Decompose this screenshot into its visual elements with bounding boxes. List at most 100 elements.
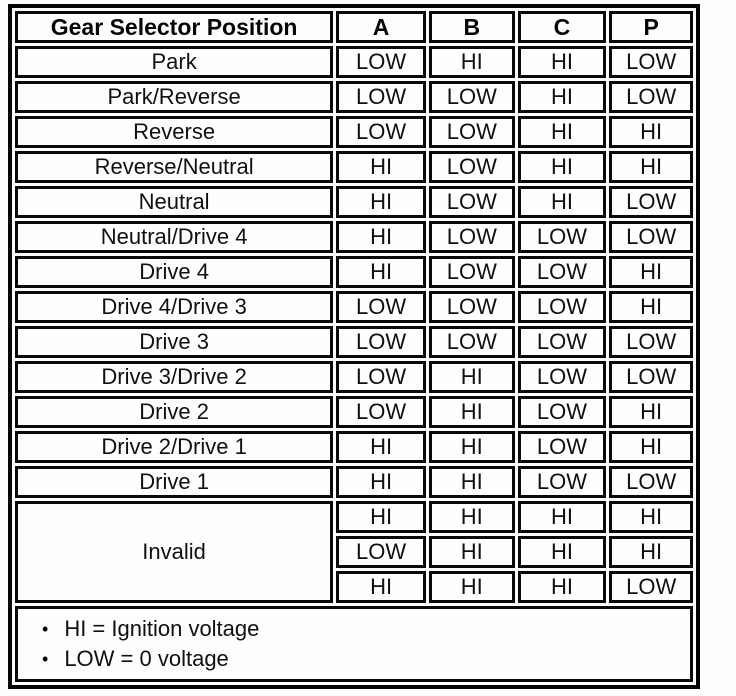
signal-state-cell: LOW	[517, 431, 607, 463]
signal-state-cell: LOW	[609, 361, 693, 393]
signal-state-cell: LOW	[428, 326, 515, 358]
column-header-a: A	[336, 11, 426, 43]
gear-position-cell: Drive 4/Drive 3	[15, 291, 334, 323]
signal-state-cell: HI	[609, 256, 693, 288]
position-column-header: Gear Selector Position	[15, 11, 334, 43]
signal-state-cell: LOW	[609, 81, 693, 113]
signal-state-cell: LOW	[517, 221, 607, 253]
gear-position-cell: Park/Reverse	[15, 81, 334, 113]
signal-state-cell: LOW	[428, 221, 515, 253]
signal-state-cell: LOW	[517, 291, 607, 323]
invalid-label-cell: Invalid	[15, 501, 334, 603]
gear-position-cell: Drive 2	[15, 396, 334, 428]
gear-position-cell: Reverse/Neutral	[15, 151, 334, 183]
signal-state-cell: LOW	[428, 186, 515, 218]
column-header-p: P	[609, 11, 693, 43]
signal-state-cell: LOW	[336, 46, 426, 78]
signal-state-cell: HI	[517, 186, 607, 218]
signal-state-cell: HI	[517, 571, 607, 603]
signal-state-cell: HI	[428, 431, 515, 463]
signal-state-cell: LOW	[609, 46, 693, 78]
gear-position-cell: Neutral/Drive 4	[15, 221, 334, 253]
gear-position-cell: Drive 1	[15, 466, 334, 498]
bullet-icon: •	[42, 649, 49, 669]
signal-state-cell: HI	[428, 361, 515, 393]
signal-state-cell: HI	[336, 431, 426, 463]
signal-state-cell: LOW	[609, 186, 693, 218]
legend-hi-text: HI = Ignition voltage	[64, 616, 260, 641]
signal-state-cell: LOW	[428, 116, 515, 148]
gear-position-cell: Drive 4	[15, 256, 334, 288]
signal-state-cell: LOW	[428, 81, 515, 113]
legend-line-hi: • HI = Ignition voltage	[42, 614, 690, 644]
signal-state-cell: HI	[609, 536, 693, 568]
signal-state-cell: HI	[609, 151, 693, 183]
signal-state-cell: LOW	[517, 361, 607, 393]
signal-state-cell: HI	[517, 151, 607, 183]
signal-state-cell: LOW	[517, 396, 607, 428]
gear-position-cell: Reverse	[15, 116, 334, 148]
gear-position-cell: Neutral	[15, 186, 334, 218]
signal-state-cell: HI	[517, 536, 607, 568]
signal-state-cell: HI	[517, 116, 607, 148]
signal-state-cell: HI	[609, 501, 693, 533]
header-row: Gear Selector Position A B C P	[15, 11, 693, 43]
signal-state-cell: HI	[609, 291, 693, 323]
bullet-icon: •	[42, 619, 49, 639]
column-header-c: C	[517, 11, 607, 43]
signal-state-cell: LOW	[428, 256, 515, 288]
legend-row: • HI = Ignition voltage • LOW = 0 voltag…	[15, 606, 693, 682]
signal-state-cell: LOW	[609, 466, 693, 498]
signal-state-cell: LOW	[336, 81, 426, 113]
signal-state-cell: HI	[428, 501, 515, 533]
signal-state-cell: HI	[517, 501, 607, 533]
legend-low-text: LOW = 0 voltage	[64, 646, 229, 671]
signal-state-cell: LOW	[517, 326, 607, 358]
signal-state-cell: HI	[428, 466, 515, 498]
signal-state-cell: HI	[609, 396, 693, 428]
signal-state-cell: HI	[336, 571, 426, 603]
signal-state-cell: HI	[336, 466, 426, 498]
signal-state-cell: HI	[517, 46, 607, 78]
signal-state-cell: LOW	[336, 326, 426, 358]
signal-state-cell: LOW	[517, 256, 607, 288]
signal-state-cell: LOW	[336, 361, 426, 393]
legend-cell: • HI = Ignition voltage • LOW = 0 voltag…	[15, 606, 693, 682]
signal-state-cell: HI	[428, 396, 515, 428]
signal-state-cell: HI	[336, 256, 426, 288]
signal-state-cell: LOW	[609, 221, 693, 253]
signal-state-cell: HI	[517, 81, 607, 113]
signal-state-cell: LOW	[428, 151, 515, 183]
signal-state-cell: HI	[336, 221, 426, 253]
signal-state-cell: HI	[428, 46, 515, 78]
signal-state-cell: HI	[336, 501, 426, 533]
signal-state-cell: LOW	[609, 326, 693, 358]
gear-position-cell: Drive 2/Drive 1	[15, 431, 334, 463]
gear-position-cell: Park	[15, 46, 334, 78]
signal-state-cell: LOW	[336, 396, 426, 428]
signal-state-cell: LOW	[517, 466, 607, 498]
signal-state-cell: LOW	[336, 291, 426, 323]
signal-state-cell: LOW	[609, 571, 693, 603]
gear-position-cell: Drive 3	[15, 326, 334, 358]
signal-state-cell: HI	[609, 431, 693, 463]
column-header-b: B	[428, 11, 515, 43]
